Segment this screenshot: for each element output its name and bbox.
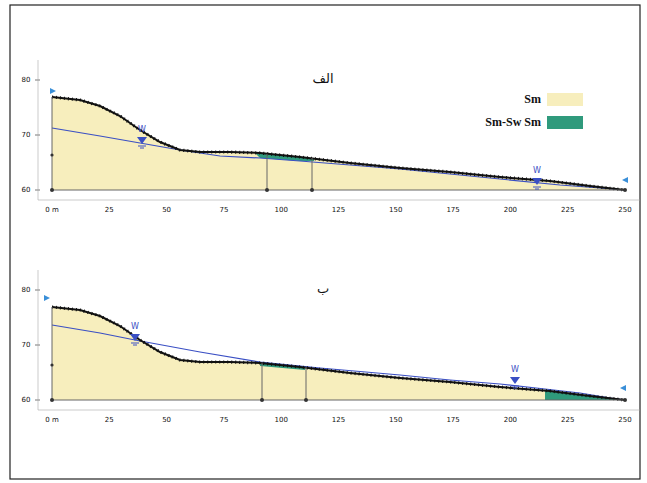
legend-item: Sm-Sw Sm [485,115,583,130]
axis-value: 250 [618,417,631,424]
axis-value: 175 [446,207,459,214]
axis-value: 80 [22,77,31,84]
axis-value: 175 [446,417,459,424]
axis-value: 75 [219,207,228,214]
axis-value: 250 [618,207,631,214]
axis-value: 70 [22,132,31,139]
axis-value: 200 [504,417,517,424]
legend-swatch [547,116,583,129]
frame [10,5,640,479]
water-table-label: W [533,167,541,175]
axis-value: 60 [22,187,31,194]
axis-value: 150 [389,417,402,424]
axis-value: 125 [332,417,345,424]
axis-value: 225 [561,207,574,214]
water-table-label: W [511,366,519,374]
legend-swatch [547,93,583,106]
legend-text: Sm [524,92,541,107]
axis-value: 0 m [45,417,59,424]
axis-value: 25 [105,207,114,214]
axis-value: 60 [22,397,31,404]
axis-value: 200 [504,207,517,214]
legend-text: Sm-Sw Sm [485,115,541,130]
axis-value: 100 [275,417,288,424]
water-table-label: W [138,126,146,134]
axis-value: 50 [162,207,171,214]
section-title: الف [312,72,333,85]
axis-value: 100 [275,207,288,214]
axis-value: 150 [389,207,402,214]
axis-value: 50 [162,417,171,424]
legend-item: Sm [524,92,583,107]
axis-value: 25 [105,417,114,424]
section-top [35,60,640,200]
section-title: ب [317,282,329,295]
axis-value: 125 [332,207,345,214]
axis-value: 70 [22,342,31,349]
water-table-label: W [131,323,139,331]
axis-value: 225 [561,417,574,424]
section-bottom [35,270,640,410]
axis-value: 80 [22,287,31,294]
axis-value: 0 m [45,207,59,214]
axis-value: 75 [219,417,228,424]
